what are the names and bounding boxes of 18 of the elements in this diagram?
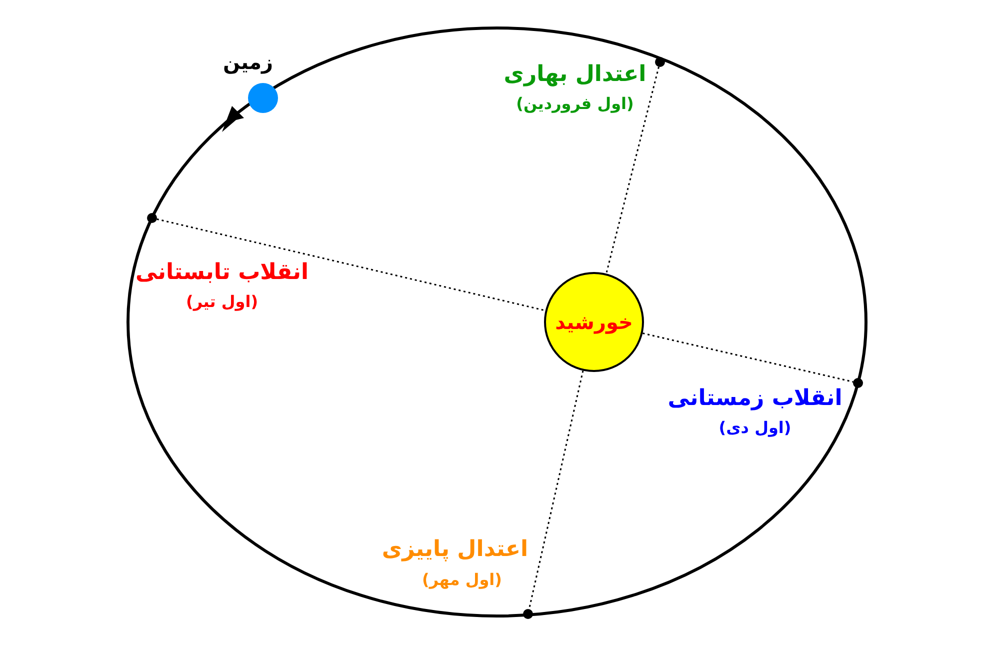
orbit-point (147, 213, 157, 223)
date-label: (اول فروردین) (516, 94, 634, 113)
orbit-point (853, 378, 863, 388)
orbit-point (655, 57, 665, 67)
point-label: انقلاب زمستانی (668, 386, 842, 411)
orbit-point (523, 609, 533, 619)
point-label: اعتدال پاییزی (382, 537, 528, 562)
point-label: زمین (222, 50, 274, 74)
dotted-line (606, 66, 660, 274)
dotted-line (156, 218, 546, 312)
sun-label: خورشید (555, 310, 633, 334)
point-label: انقلاب تابستانی (135, 260, 309, 285)
earth-circle (248, 83, 278, 113)
date-label: (اول دی) (718, 418, 792, 437)
date-label: (اول تیر) (186, 292, 258, 311)
dotted-line (528, 370, 584, 610)
point-label: اعتدال بهاری (504, 62, 646, 87)
date-label: (اول مهر) (422, 570, 502, 589)
